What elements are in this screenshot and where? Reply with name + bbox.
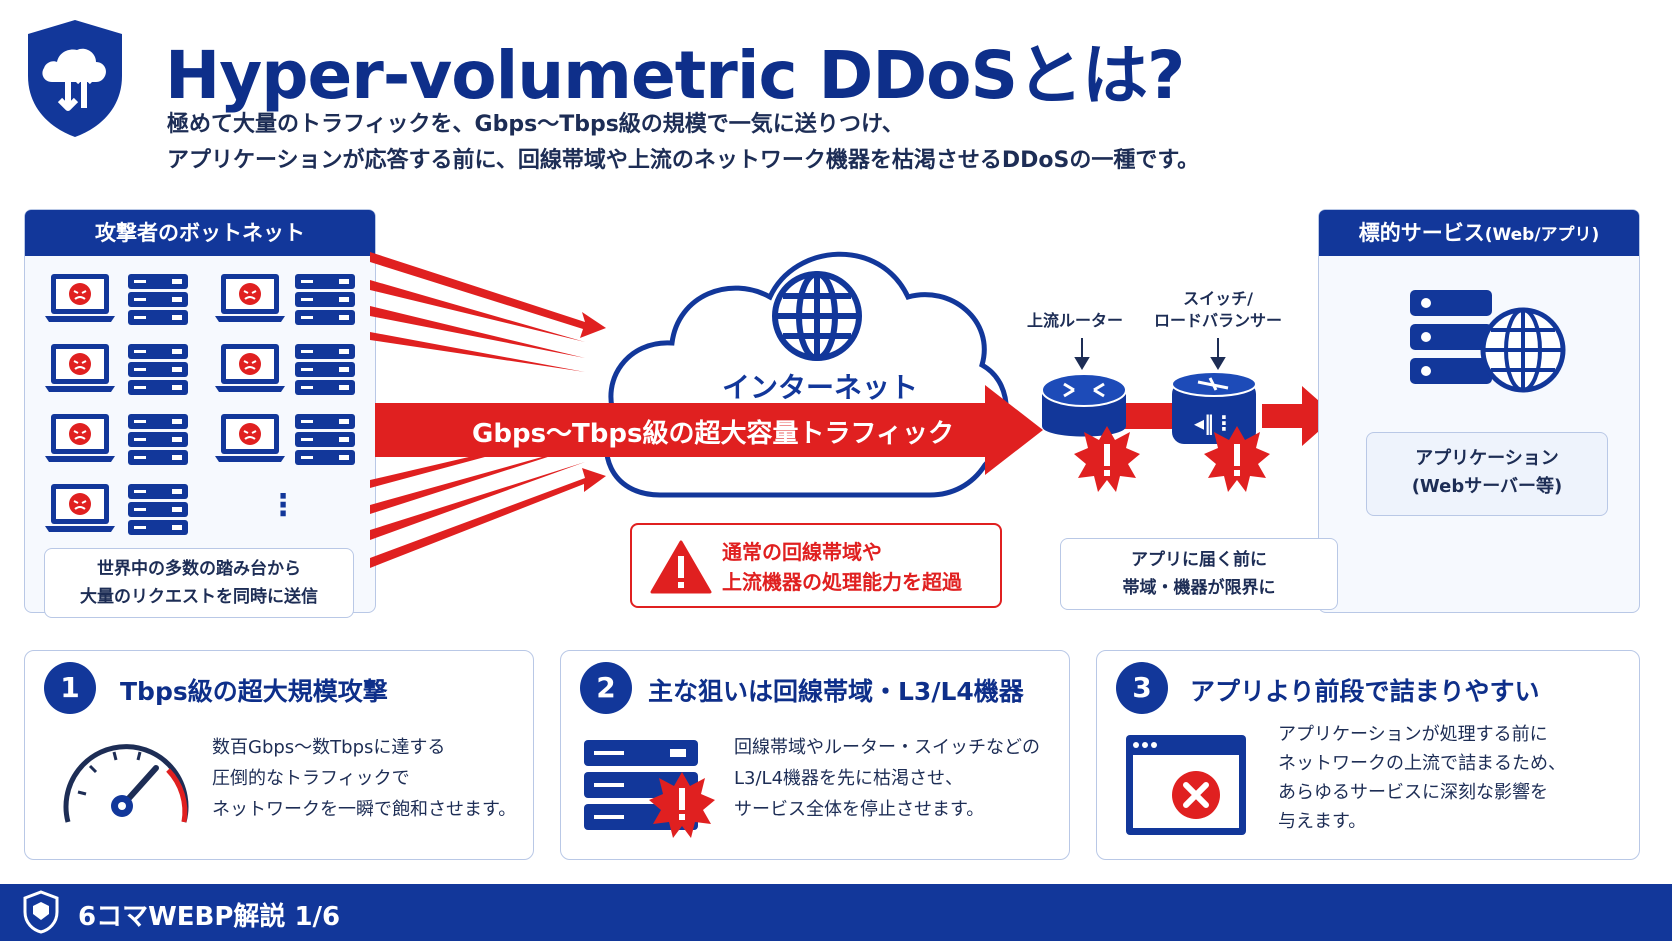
card-1-title: Tbps級の超大規模攻撃 <box>120 677 388 706</box>
card-2-line-3: サービス全体を停止させます。 <box>734 799 985 820</box>
card-2-body: 回線帯域やルーター・スイッチなどの L3/L4機器を先に枯渇させ、 サービス全体… <box>734 732 1040 825</box>
botnet-note-line-1: 世界中の多数の踏み台から <box>97 559 301 579</box>
internet-label: インターネット <box>721 371 918 404</box>
router-label: 上流ルーター <box>1026 311 1123 330</box>
switch-label-line-1: スイッチ/ <box>1183 289 1253 308</box>
target-panel-title: 標的サービス(Web/アプリ) <box>1319 210 1639 256</box>
card-2-line-2: L3/L4機器を先に枯渇させ、 <box>734 768 964 789</box>
warning-triangle-icon <box>650 540 712 594</box>
card-2-line-1: 回線帯域やルーター・スイッチなどの <box>734 737 1040 758</box>
warning-text: 通常の回線帯域や 上流機器の処理能力を超過 <box>722 537 962 597</box>
app-box: アプリケーション (Webサーバー等) <box>1366 432 1608 516</box>
footer-bar: 6コマWEBP解説 1/6 <box>0 884 1672 941</box>
subtitle-line-2: アプリケーションが応答する前に、回線帯域や上流のネットワーク機器を枯渇させるDD… <box>167 148 1200 173</box>
card-2-title: 主な狙いは回線帯域・L3/L4機器 <box>648 677 1024 706</box>
footer-label: 6コマWEBP解説 1/6 <box>78 902 341 932</box>
card-3-line-2: ネットワークの上流で詰まるため、 <box>1278 753 1566 774</box>
card-3-line-1: アプリケーションが処理する前に <box>1278 724 1548 745</box>
switch-icon: ◂‖⋮ <box>1171 371 1257 444</box>
app-line-2: (Webサーバー等) <box>1411 476 1563 497</box>
card-1 <box>24 650 534 860</box>
globe-icon <box>772 271 862 361</box>
target-title: 標的サービス <box>1358 221 1485 245</box>
card-1-line-3: ネットワークを一瞬で飽和させます。 <box>212 799 517 820</box>
limit-note-line-1: アプリに届く前に <box>1131 550 1267 570</box>
server-alert-icon <box>584 740 715 838</box>
warning-line-2: 上流機器の処理能力を超過 <box>722 570 962 594</box>
limit-note: アプリに届く前に 帯域・機器が限界に <box>1060 538 1338 610</box>
card-3-body: アプリケーションが処理する前に ネットワークの上流で詰まるため、 あらゆるサービ… <box>1278 720 1566 836</box>
server-globe-icon <box>1410 290 1566 393</box>
switch-label: スイッチ/ ロードバランサー <box>1148 288 1288 332</box>
page-title: Hyper-volumetric DDoSとは? <box>165 37 1185 114</box>
switch-glyph: ◂‖⋮ <box>1194 411 1234 435</box>
switch-label-line-2: ロードバランサー <box>1153 311 1282 330</box>
botnet-note-line-2: 大量のリクエストを同時に送信 <box>80 587 318 607</box>
botnet-note: 世界中の多数の踏み台から 大量のリクエストを同時に送信 <box>44 548 354 618</box>
card-1-line-1: 数百Gbps〜数Tbpsに達する <box>212 737 446 758</box>
card-1-number: 1 <box>44 662 96 714</box>
footer-shield-icon <box>23 890 59 934</box>
card-1-line-2: 圧倒的なトラフィックで <box>212 768 410 789</box>
target-title-suffix: (Web/アプリ) <box>1484 225 1600 245</box>
botnet-panel-title: 攻撃者のボットネット <box>25 210 375 256</box>
warning-line-1: 通常の回線帯域や <box>722 540 882 564</box>
router-icon <box>1041 373 1127 437</box>
card-3-title: アプリより前段で詰まりやすい <box>1190 677 1540 706</box>
card-2-number: 2 <box>580 662 632 714</box>
switch-alert-icon <box>1204 426 1270 492</box>
card-3-line-4: 与えます。 <box>1278 811 1367 832</box>
shield-cloud-logo-icon <box>28 20 122 137</box>
card-3-line-3: あらゆるサービスに深刻な影響を <box>1278 782 1548 803</box>
main-traffic-arrow <box>375 385 1043 475</box>
browser-error-icon <box>1126 735 1246 835</box>
limit-note-line-2: 帯域・機器が限界に <box>1122 578 1276 598</box>
card-3-number: 3 <box>1116 662 1168 714</box>
app-line-1: アプリケーション <box>1415 448 1559 469</box>
card-1-body: 数百Gbps〜数Tbpsに達する 圧倒的なトラフィックで ネットワークを一瞬で飽… <box>212 732 516 825</box>
botnet-devices-icon <box>44 273 355 535</box>
subtitle-line-1: 極めて大量のトラフィックを、Gbps〜Tbps級の規模で一気に送りつけ、 <box>167 112 904 137</box>
target-panel: 標的サービス(Web/アプリ) <box>1318 209 1640 613</box>
router-alert-icon <box>1074 426 1140 492</box>
more-devices-ellipsis: ⋮ <box>268 488 298 523</box>
speedometer-icon <box>63 744 189 823</box>
traffic-label: Gbps〜Tbps級の超大容量トラフィック <box>472 419 954 449</box>
